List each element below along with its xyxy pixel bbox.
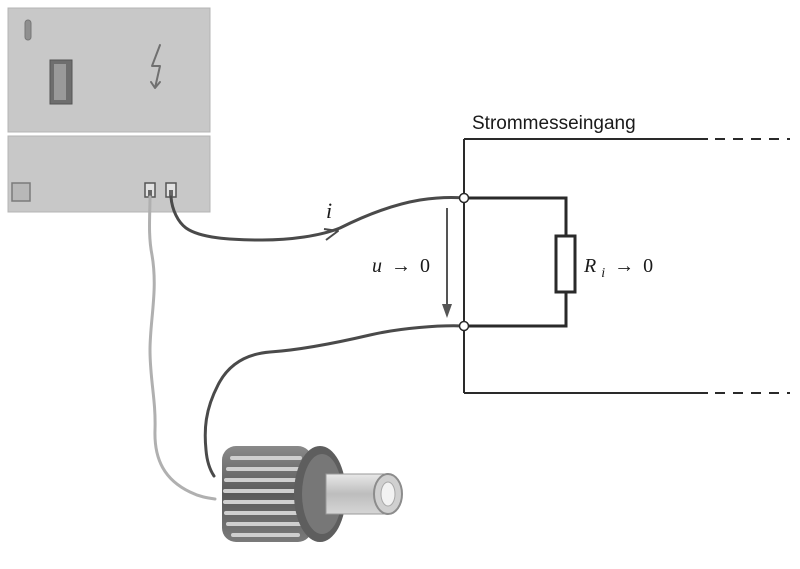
wire-light [148,195,217,501]
current-arrow [323,228,339,241]
socket-icon[interactable] [165,182,177,198]
current-label: i [326,198,332,223]
indicator-icon [24,19,32,41]
input-title: Strommesseingang [472,113,636,134]
voltage-label: u → 0 [372,255,430,277]
current-input-circuit [458,138,790,394]
measuring-device [7,7,211,213]
wire-return [203,324,466,478]
device-upper-panel [7,7,211,133]
node-top [458,192,470,204]
wire-current [169,195,466,242]
motor [222,446,403,542]
node-bottom [458,320,470,332]
socket-icon[interactable] [144,182,156,198]
device-button[interactable] [11,182,31,202]
device-lower-panel [7,135,211,213]
voltage-arrowhead [442,304,452,318]
resistance-label: R i → 0 [583,255,653,282]
resistor [554,234,577,294]
lightning-icon [150,44,161,89]
switch-icon[interactable] [49,59,73,105]
motor-fins [223,456,309,537]
